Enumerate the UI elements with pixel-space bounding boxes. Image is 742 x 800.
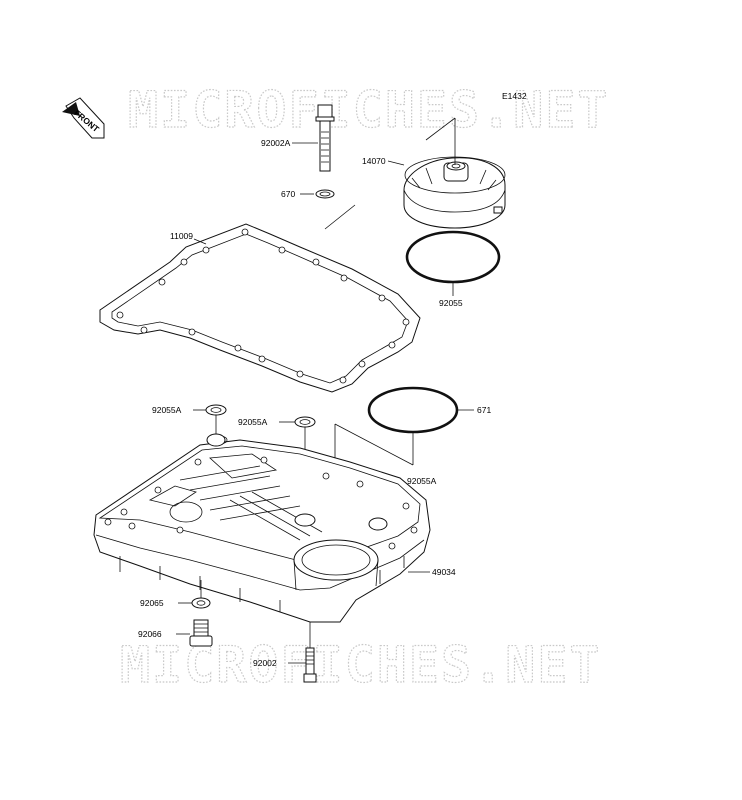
callout-92055a-right: 92055A [407, 476, 437, 486]
callout-14070: 14070 [362, 156, 386, 166]
o-ring-92055[interactable] [405, 230, 501, 284]
bolt-92002[interactable] [303, 647, 317, 683]
o-ring-671[interactable] [367, 386, 459, 434]
oil-pan-49034[interactable] [93, 433, 431, 623]
strainer-cover-14070[interactable] [403, 156, 506, 229]
callout-49034: 49034 [432, 567, 456, 577]
washer-92055a-left[interactable] [205, 404, 227, 416]
watermark-top: MICROFICHES.NET [128, 81, 610, 139]
callout-670: 670 [281, 189, 295, 199]
diagram-code: E1432 [502, 91, 527, 101]
drain-plug-92066[interactable] [189, 619, 213, 647]
washer-92065[interactable] [191, 597, 211, 609]
callout-92002a: 92002A [261, 138, 291, 148]
callout-92002: 92002 [253, 658, 277, 668]
callout-92065: 92065 [140, 598, 164, 608]
o-ring-670[interactable] [315, 189, 335, 199]
front-arrow-icon: FRONT [62, 97, 105, 139]
bolt-92002a[interactable] [315, 104, 335, 172]
callout-92066: 92066 [138, 629, 162, 639]
callout-92055a-center: 92055A [238, 417, 268, 427]
callout-671: 671 [477, 405, 491, 415]
callout-11009: 11009 [170, 231, 193, 241]
gasket-11009[interactable] [99, 223, 421, 393]
callout-92055a-left: 92055A [152, 405, 182, 415]
callout-92055: 92055 [439, 298, 463, 308]
washer-92055a-center[interactable] [294, 416, 316, 428]
